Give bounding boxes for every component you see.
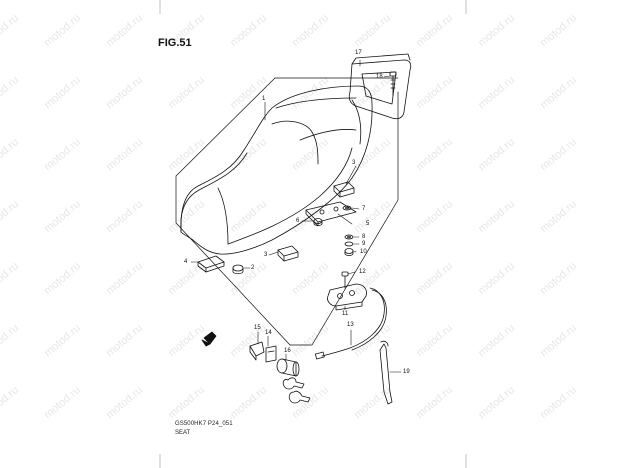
bracket-plate: [305, 201, 357, 227]
figure-title: FIG.51: [158, 37, 192, 49]
front-arrow-icon: [201, 331, 217, 347]
callout-11: 11: [342, 311, 349, 317]
cushion-3-lower: [277, 245, 299, 262]
callout-18: 18: [376, 74, 383, 80]
callout-15: 15: [254, 325, 261, 331]
callout-7: 7: [362, 206, 366, 212]
callout-12: 12: [359, 269, 366, 275]
grommet-2: [232, 264, 244, 274]
clip-14: [265, 345, 277, 363]
key-set: [282, 377, 311, 404]
callout-19: 19: [403, 369, 410, 375]
leader-lines: [190, 59, 402, 373]
rear-carrier: [348, 53, 412, 120]
callout-2: 2: [251, 265, 255, 271]
callout-10: 10: [360, 249, 367, 255]
bolt-18: [389, 71, 397, 97]
callout-8: 8: [362, 234, 366, 240]
diagram-code: GS500HK7 P24_051: [175, 421, 233, 427]
cushion-3-upper: [333, 181, 355, 198]
lock-cable: [314, 287, 387, 360]
callout-13: 13: [347, 322, 354, 328]
callout-1: 1: [262, 96, 266, 102]
assembly-outline: [175, 77, 399, 346]
callout-3-lower: 3: [264, 252, 268, 258]
callout-17: 17: [355, 50, 362, 56]
lock-cylinder: [276, 358, 300, 377]
callout-14: 14: [265, 330, 272, 336]
bracket-15: [249, 341, 265, 361]
callout-5: 5: [366, 221, 370, 227]
seat-lock: [327, 283, 367, 311]
nut-10: [344, 248, 354, 256]
callout-16: 16: [284, 348, 291, 354]
washer-7: [342, 205, 352, 211]
callout-6: 6: [296, 218, 300, 224]
washer-9: [344, 241, 354, 247]
cable-tie: [379, 340, 393, 405]
callout-4: 4: [184, 259, 188, 265]
seat: [180, 85, 373, 255]
washer-8: [344, 234, 354, 240]
callout-9: 9: [362, 241, 366, 247]
diagram-name: SEAT: [175, 430, 191, 436]
pad-4: [197, 255, 225, 273]
callout-3-upper: 3: [352, 160, 356, 166]
